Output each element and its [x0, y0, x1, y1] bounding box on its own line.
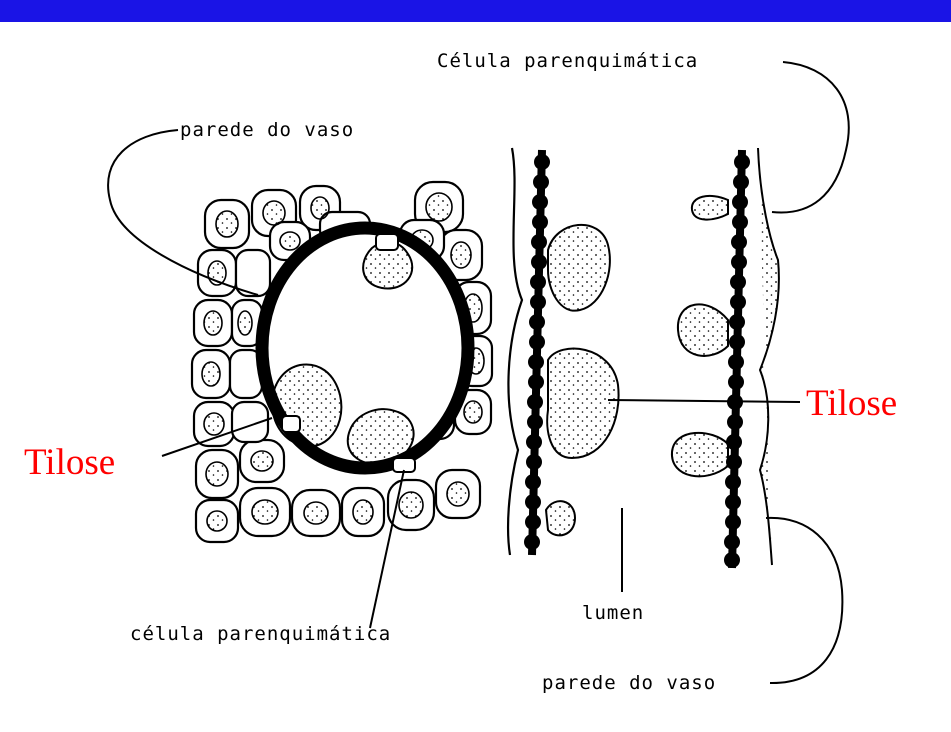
label-parede-do-vaso-bottom: parede do vaso	[542, 672, 716, 694]
label-lumen: lumen	[582, 602, 644, 624]
vessel-long-wall-left	[508, 148, 550, 555]
label-parede-do-vaso-top: parede do vaso	[180, 119, 354, 141]
label-celula-parenquimatica-top: Célula parenquimática	[437, 50, 698, 72]
label-celula-parenquimatica-bottom: célula parenquimática	[130, 623, 391, 645]
tyloses-longitudinal	[546, 196, 728, 535]
vessel-long-wall-right	[724, 148, 779, 568]
label-tilose-right: Tilose	[806, 382, 897, 425]
label-tilose-left: Tilose	[24, 441, 115, 484]
